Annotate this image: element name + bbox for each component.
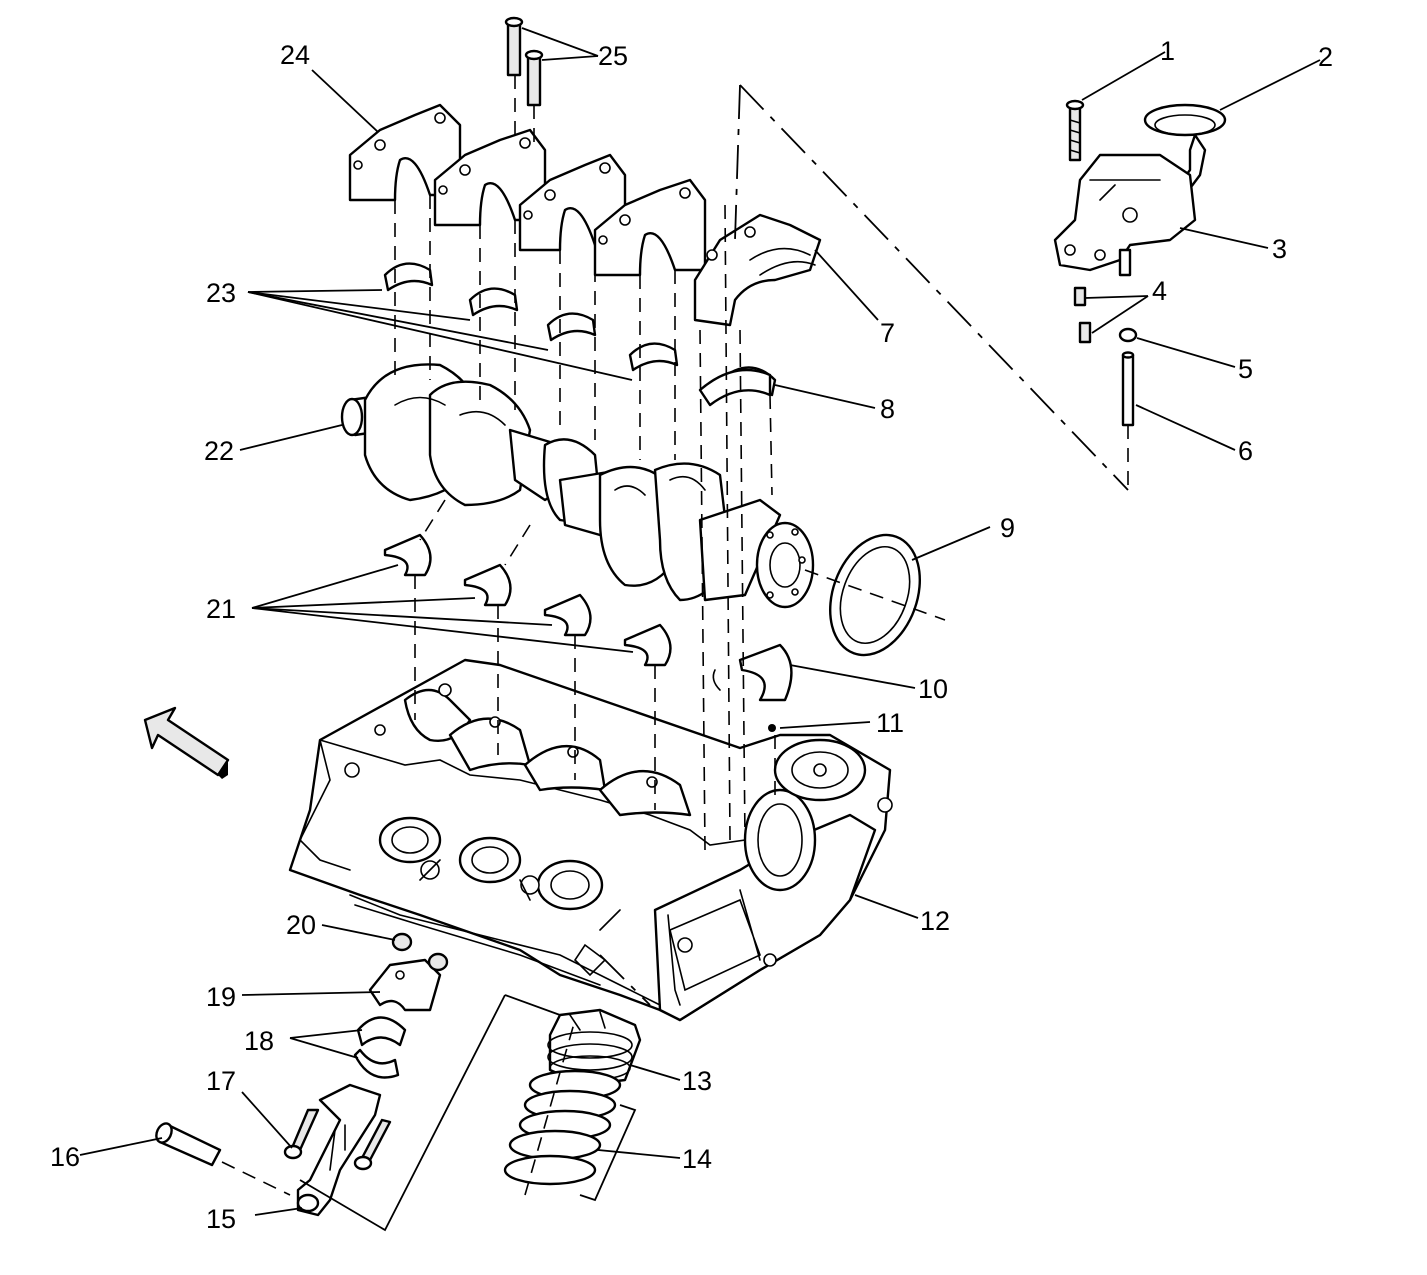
callout-22: 22 (204, 436, 234, 466)
callout-21: 21 (206, 594, 236, 624)
thrust-bearing-upper (698, 368, 772, 407)
main-bearing-caps (348, 103, 707, 277)
oil-pump (1053, 153, 1197, 277)
connecting-rod-nuts (391, 932, 449, 972)
callout-24: 24 (280, 40, 310, 70)
callout-13: 13 (682, 1066, 712, 1096)
callout-4: 4 (1152, 276, 1167, 306)
callout-2: 2 (1318, 42, 1333, 72)
callout-25: 25 (598, 41, 628, 71)
callout-10: 10 (918, 674, 948, 704)
oil-pump-bolt (1065, 99, 1085, 162)
bracket-lines (299, 994, 637, 1232)
crankshaft (340, 363, 815, 609)
engine-block (288, 658, 893, 1022)
rear-main-bearing-cap (693, 213, 822, 327)
callout-7: 7 (880, 318, 895, 348)
oil-pump-driveshaft (1121, 351, 1135, 427)
rear-lower-main-bearing (712, 643, 793, 702)
leader-lines (79, 27, 1321, 1216)
callout-14: 14 (682, 1144, 712, 1174)
callout-11: 11 (876, 708, 904, 738)
callout-15: 15 (206, 1204, 236, 1234)
callout-12: 12 (920, 906, 950, 936)
oil-pump-retainer (1118, 327, 1138, 343)
callout-17: 17 (206, 1066, 236, 1096)
dowel-pin (768, 724, 776, 732)
callout-20: 20 (286, 910, 316, 940)
callout-labels: 1 2 3 4 5 6 7 8 9 10 11 12 13 14 15 16 1… (50, 36, 1333, 1234)
connecting-rod-cap (368, 958, 442, 1012)
main-bearing-cap-4 (593, 178, 707, 277)
main-cap-bolts (504, 16, 544, 107)
callout-16: 16 (50, 1142, 80, 1172)
connecting-rod-bolts (283, 1108, 392, 1171)
callout-1: 1 (1160, 36, 1175, 66)
callout-18: 18 (244, 1026, 274, 1056)
connecting-rod (296, 1083, 382, 1217)
callout-23: 23 (206, 278, 236, 308)
callout-3: 3 (1272, 234, 1287, 264)
callout-9: 9 (1000, 513, 1015, 543)
callout-8: 8 (880, 394, 895, 424)
piston-pin (155, 1122, 222, 1167)
callout-19: 19 (206, 982, 236, 1012)
oil-pump-pins (1073, 286, 1092, 344)
callout-5: 5 (1238, 354, 1253, 384)
arrow-up-left-icon (143, 706, 230, 779)
lower-main-bearings (383, 533, 672, 667)
assembly-lines (221, 75, 1129, 1196)
piston-rings (503, 1069, 622, 1186)
callout-6: 6 (1238, 436, 1253, 466)
connecting-rod-bearings (353, 1016, 407, 1079)
